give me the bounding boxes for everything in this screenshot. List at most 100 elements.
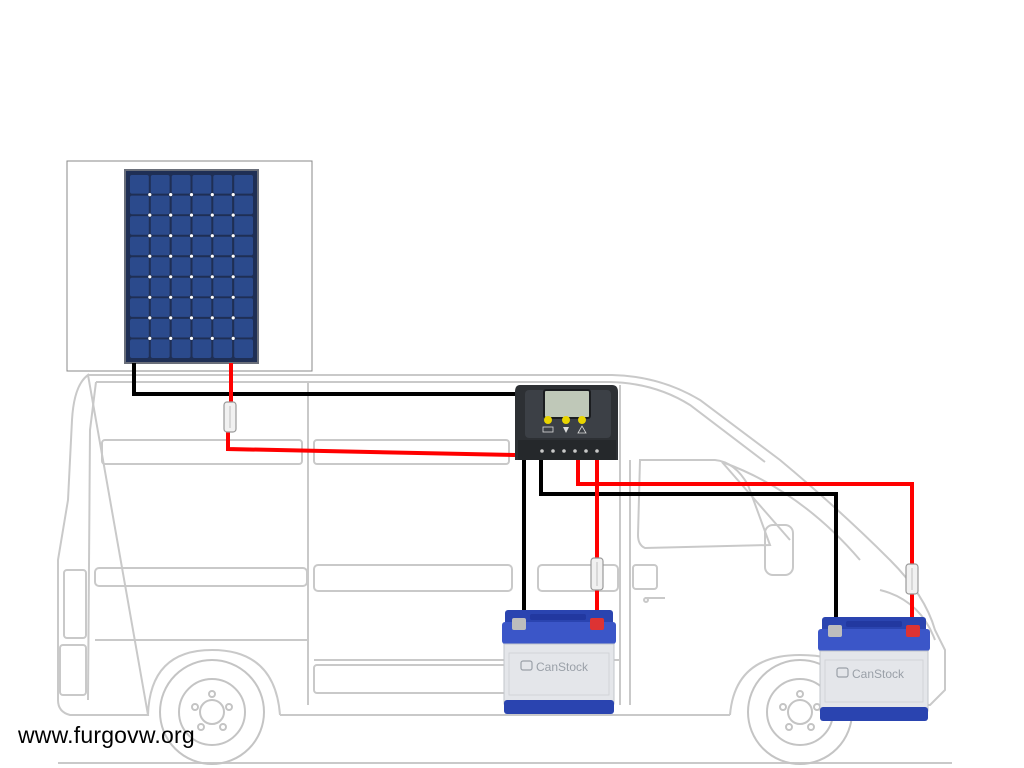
solar-cell — [234, 257, 253, 276]
solar-cell — [192, 216, 212, 235]
battery-brand-label: CanStock — [852, 667, 905, 681]
solar-cell — [150, 175, 170, 194]
solar-cell-corner — [189, 254, 194, 258]
panel-positive-wire-lower — [226, 432, 516, 457]
solar-cell — [171, 257, 191, 276]
solar-cell — [130, 236, 149, 256]
solar-cell — [150, 277, 170, 297]
solar-cell — [234, 236, 253, 256]
solar-cell — [234, 298, 253, 317]
solar-cell-corner — [189, 316, 194, 320]
solar-cell — [192, 257, 212, 276]
solar-cell-corner — [231, 234, 235, 238]
solar-cell-corner — [148, 254, 152, 258]
panel-negative-wire — [132, 363, 515, 396]
solar-cell-corner — [189, 213, 194, 217]
solar-cell — [171, 175, 191, 194]
solar-cell-corner — [189, 193, 194, 197]
inline-fuse-icon — [905, 563, 919, 595]
solar-cell — [171, 339, 191, 358]
rear-wheel — [159, 659, 265, 765]
positive-wires — [226, 363, 914, 625]
solar-cell — [213, 195, 233, 215]
solar-cell — [192, 318, 212, 338]
solar-cell — [130, 216, 149, 235]
solar-cell-corner — [189, 234, 194, 238]
battery2-positive-wire-upper — [576, 458, 914, 566]
solar-cell-corner — [148, 234, 152, 238]
solar-cell-corner — [210, 316, 214, 320]
solar-cell-corner — [210, 213, 214, 217]
solar-cell — [234, 339, 253, 358]
solar-cell — [234, 277, 253, 297]
car-battery-icon: CanStock — [502, 610, 616, 714]
solar-cell — [213, 298, 233, 317]
solar-cell — [192, 277, 212, 297]
van-outline — [57, 373, 952, 764]
solar-cell-corner — [231, 295, 235, 299]
solar-cell — [192, 175, 212, 194]
solar-cell — [150, 318, 170, 338]
solar-cell-corner — [148, 316, 152, 320]
solar-cell — [234, 175, 253, 194]
inline-fuse-icon — [223, 401, 237, 433]
solar-cell — [150, 298, 170, 317]
solar-cell — [130, 298, 149, 317]
solar-cell — [130, 277, 149, 297]
solar-cell-corner — [231, 254, 235, 258]
solar-cell-corner — [210, 254, 214, 258]
solar-cell-corner — [148, 213, 152, 217]
solar-cell — [150, 216, 170, 235]
solar-cell — [192, 195, 212, 215]
solar-cell-corner — [169, 336, 173, 340]
solar-cell-corner — [210, 275, 214, 279]
solar-cell-corner — [169, 275, 173, 279]
solar-cell-corner — [169, 193, 173, 197]
battery2-negative-wire — [539, 458, 838, 625]
solar-cell — [234, 216, 253, 235]
solar-cell — [171, 318, 191, 338]
solar-cell — [150, 339, 170, 358]
solar-cell — [234, 318, 253, 338]
solar-cell — [150, 195, 170, 215]
solar-cell-corner — [148, 295, 152, 299]
solar-cell — [192, 298, 212, 317]
solar-cell — [213, 175, 233, 194]
solar-cell-corner — [189, 275, 194, 279]
solar-cell-corner — [231, 275, 235, 279]
solar-cell-corner — [231, 213, 235, 217]
battery1-negative-wire — [522, 456, 527, 618]
battery-brand-label: CanStock — [536, 660, 589, 674]
solar-cell — [213, 216, 233, 235]
solar-cell — [130, 318, 149, 338]
solar-cell-corner — [169, 234, 173, 238]
solar-panel-icon — [66, 160, 313, 372]
solar-cell — [171, 216, 191, 235]
solar-cell — [171, 298, 191, 317]
solar-cell-corner — [148, 193, 152, 197]
solar-cell-corner — [189, 295, 194, 299]
solar-cell-corner — [169, 316, 173, 320]
solar-cell-corner — [169, 295, 173, 299]
car-battery-icon: CanStock — [818, 617, 930, 721]
solar-cell — [213, 339, 233, 358]
solar-cell — [213, 277, 233, 297]
solar-cell-corner — [169, 254, 173, 258]
solar-cell — [130, 175, 149, 194]
solar-cell-corner — [148, 336, 152, 340]
solar-cell — [171, 277, 191, 297]
solar-cell-corner — [210, 336, 214, 340]
charge-controller-icon — [515, 385, 618, 460]
solar-cell-corner — [148, 275, 152, 279]
solar-cell — [150, 257, 170, 276]
solar-cell-corner — [231, 193, 235, 197]
solar-cell-corner — [210, 234, 214, 238]
solar-cell — [213, 236, 233, 256]
solar-cell — [150, 236, 170, 256]
solar-cell — [130, 257, 149, 276]
solar-cell-corner — [189, 336, 194, 340]
solar-cell — [192, 339, 212, 358]
solar-cell-corner — [231, 316, 235, 320]
solar-cell-corner — [210, 295, 214, 299]
solar-cell — [171, 195, 191, 215]
